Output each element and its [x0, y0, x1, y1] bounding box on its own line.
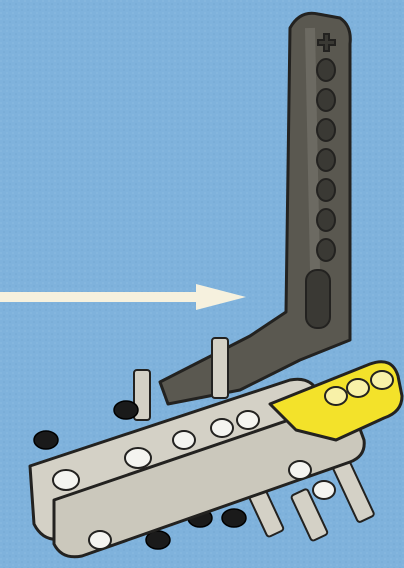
- instruction-image: [0, 0, 404, 568]
- lego-instruction-scene: [0, 0, 404, 568]
